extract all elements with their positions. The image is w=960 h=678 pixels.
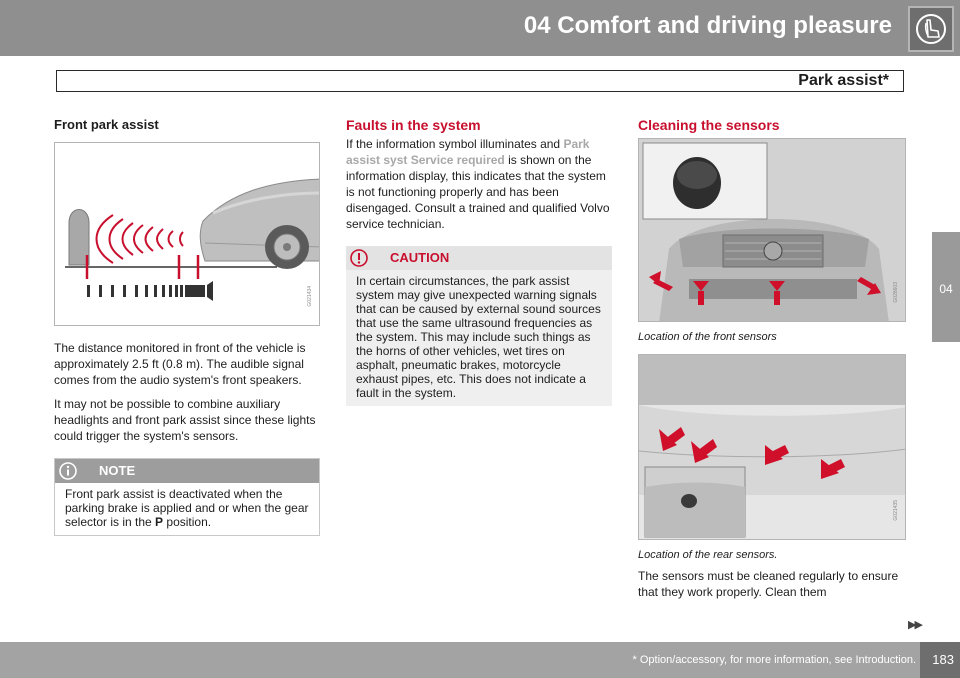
rear-sensors-caption: Location of the rear sensors. — [638, 549, 778, 561]
continue-arrows-icon: ▶▶ — [908, 619, 923, 631]
page-number-tile: 183 — [920, 642, 960, 678]
info-icon — [59, 462, 77, 480]
display-message-highlight: Park assist syst Service required — [346, 137, 590, 167]
note-header: NOTE — [55, 459, 319, 483]
caution-label: CAUTION — [390, 250, 450, 265]
page-number: 183 — [932, 652, 954, 667]
column-faults: Faults in the system If the information … — [346, 116, 612, 406]
warning-icon — [350, 249, 368, 267]
chapter-title: 04 Comfort and driving pleasure — [523, 12, 892, 39]
side-tab-label: 04 — [939, 282, 953, 296]
header-band: 04 Comfort and driving pleasure — [0, 0, 960, 56]
note-text-start: Front park assist is deactivated when th… — [65, 487, 309, 529]
front-park-assist-heading: Front park assist — [54, 117, 159, 132]
caution-header: CAUTION — [346, 246, 612, 270]
faults-text-start: If the information symbol illuminates an… — [346, 137, 564, 151]
faults-text-end: is shown on the information display, thi… — [346, 153, 610, 231]
faults-heading: Faults in the system — [346, 117, 481, 133]
rear-sensors-figure: G021435 — [638, 354, 906, 540]
note-label: NOTE — [99, 463, 136, 478]
figure-code: G021435 — [893, 500, 899, 521]
column-front-park-assist: Front park assist — [54, 116, 320, 536]
cleaning-paragraph: The sensors must be cleaned regularly to… — [638, 569, 899, 599]
cleaning-heading: Cleaning the sensors — [638, 117, 780, 133]
figure-code: G028603 — [893, 282, 899, 303]
front-distance-paragraph: The distance monitored in front of the v… — [54, 341, 306, 387]
caution-text: In certain circumstances, the park assis… — [356, 274, 601, 400]
front-sensors-figure: G028603 — [638, 138, 906, 322]
seat-icon — [908, 6, 954, 52]
chapter-side-tab: 04 — [932, 232, 960, 342]
caution-box: CAUTION In certain circumstances, the pa… — [346, 246, 612, 406]
figure-code: G021434 — [307, 286, 313, 307]
faults-paragraph: If the information symbol illuminates an… — [346, 136, 612, 232]
note-box: NOTE Front park assist is deactivated wh… — [54, 458, 320, 536]
note-text: Front park assist is deactivated when th… — [55, 483, 319, 535]
column-cleaning: Cleaning the sensors — [638, 116, 906, 600]
note-text-end: position. — [163, 515, 212, 529]
section-title: Park assist* — [798, 72, 889, 89]
front-sensors-caption: Location of the front sensors — [638, 331, 777, 343]
footer-band: * Option/accessory, for more information… — [0, 642, 960, 678]
footer-option-note: * Option/accessory, for more information… — [632, 654, 916, 666]
note-text-bold: P — [155, 515, 164, 529]
auxiliary-headlights-paragraph: It may not be possible to combine auxili… — [54, 397, 316, 443]
front-park-assist-figure: G021434 — [54, 142, 320, 326]
section-header: Park assist* — [56, 70, 904, 92]
